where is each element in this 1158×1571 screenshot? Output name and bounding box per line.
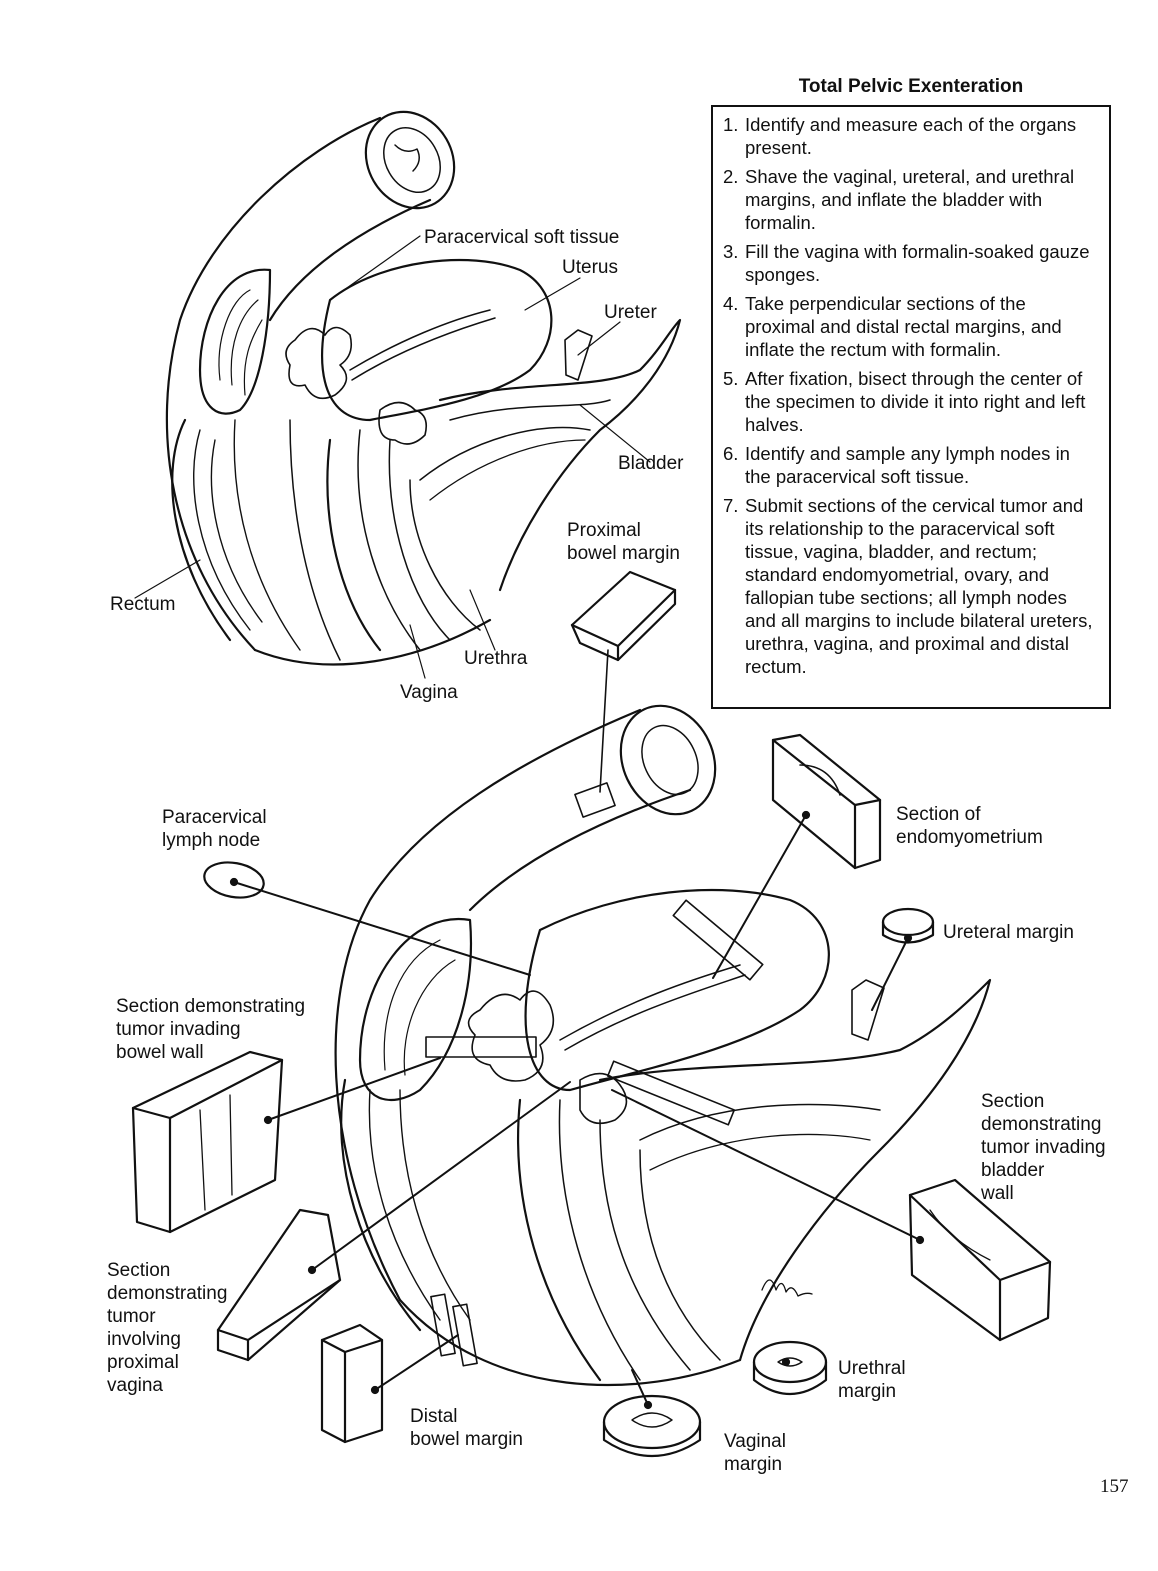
- step-7: 7. Submit sections of the cervical tumor…: [723, 494, 1099, 678]
- step-text: Submit sections of the cervical tumor an…: [745, 495, 1093, 677]
- step-number: 5.: [723, 368, 739, 389]
- label-tumor-proximal-vagina: Section demonstrating tumor involving pr…: [107, 1260, 228, 1396]
- step-text: After fixation, bisect through the cente…: [745, 368, 1086, 435]
- label-tumor-bladder-wall: Section demonstrating tumor invading bla…: [981, 1091, 1106, 1204]
- instructions-title: Total Pelvic Exenteration: [798, 76, 1024, 97]
- step-number: 6.: [723, 443, 739, 464]
- label-vaginal-margin: Vaginal margin: [724, 1431, 786, 1475]
- label-paracervical-soft-tissue: Paracervical soft tissue: [424, 227, 620, 248]
- step-6: 6. Identify and sample any lymph nodes i…: [723, 442, 1099, 488]
- label-vagina: Vagina: [400, 682, 458, 703]
- instructions-box: 1. Identify and measure each of the orga…: [711, 105, 1111, 709]
- label-rectum: Rectum: [110, 594, 176, 615]
- step-number: 4.: [723, 293, 739, 314]
- step-5: 5. After fixation, bisect through the ce…: [723, 367, 1099, 436]
- step-2: 2. Shave the vaginal, ureteral, and uret…: [723, 165, 1099, 234]
- step-number: 3.: [723, 241, 739, 262]
- label-distal-bowel-margin: Distal bowel margin: [410, 1406, 523, 1450]
- step-number: 7.: [723, 495, 739, 516]
- step-4: 4. Take perpendicular sections of the pr…: [723, 292, 1099, 361]
- bottom-specimen: [131, 704, 1052, 1457]
- step-1: 1. Identify and measure each of the orga…: [723, 113, 1099, 159]
- top-specimen: [134, 110, 682, 818]
- label-ureteral-margin: Ureteral margin: [943, 922, 1074, 943]
- label-section-endomyometrium: Section of endomyometrium: [896, 804, 1043, 848]
- page-number: 157: [1100, 1476, 1129, 1497]
- step-number: 2.: [723, 166, 739, 187]
- step-text: Shave the vaginal, ureteral, and urethra…: [745, 166, 1075, 233]
- label-proximal-bowel-margin: Proximal bowel margin: [567, 520, 680, 564]
- label-urethral-margin: Urethral margin: [838, 1358, 906, 1402]
- label-tumor-bowel-wall: Section demonstrating tumor invading bow…: [116, 996, 306, 1063]
- label-paracervical-lymph-node: Paracervical lymph node: [162, 807, 267, 851]
- step-text: Fill the vagina with formalin-soaked gau…: [745, 241, 1090, 285]
- step-number: 1.: [723, 114, 739, 135]
- label-ureter: Ureter: [604, 302, 657, 323]
- step-text: Identify and sample any lymph nodes in t…: [745, 443, 1070, 487]
- label-uterus: Uterus: [562, 257, 618, 278]
- step-3: 3. Fill the vagina with formalin-soaked …: [723, 240, 1099, 286]
- step-text: Take perpendicular sections of the proxi…: [745, 293, 1062, 360]
- step-text: Identify and measure each of the organs …: [745, 114, 1077, 158]
- label-urethra: Urethra: [464, 648, 528, 669]
- label-bladder: Bladder: [618, 453, 684, 474]
